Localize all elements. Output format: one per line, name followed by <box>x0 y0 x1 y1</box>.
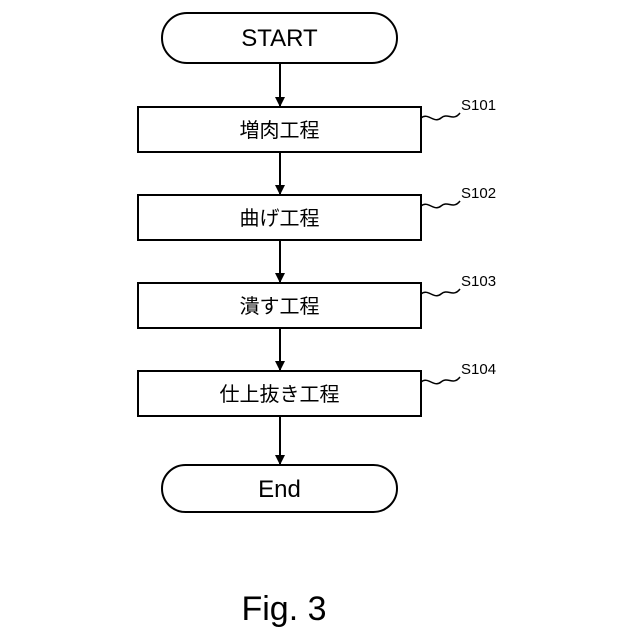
step-label: 仕上抜き工程 <box>220 382 340 406</box>
step-ref: S101 <box>461 97 496 114</box>
step-label: 曲げ工程 <box>240 206 320 230</box>
step-ref: S102 <box>461 185 496 202</box>
step-label: 増肉工程 <box>240 118 320 142</box>
ref-leader-line <box>421 113 460 120</box>
step-ref: S104 <box>461 361 496 378</box>
end-label: End <box>258 476 301 503</box>
start-label: START <box>241 25 318 52</box>
process-step-s101: 増肉工程 S101 <box>138 97 496 152</box>
ref-leader-line <box>421 289 460 296</box>
step-ref: S103 <box>461 273 496 290</box>
figure-caption: Fig. 3 <box>241 590 326 628</box>
start-terminal: START <box>162 13 397 63</box>
end-terminal: End <box>162 465 397 512</box>
step-label: 潰す工程 <box>240 294 320 318</box>
process-step-s104: 仕上抜き工程 S104 <box>138 361 496 416</box>
process-step-s102: 曲げ工程 S102 <box>138 185 496 240</box>
ref-leader-line <box>421 201 460 208</box>
ref-leader-line <box>421 377 460 384</box>
process-step-s103: 潰す工程 S103 <box>138 273 496 328</box>
